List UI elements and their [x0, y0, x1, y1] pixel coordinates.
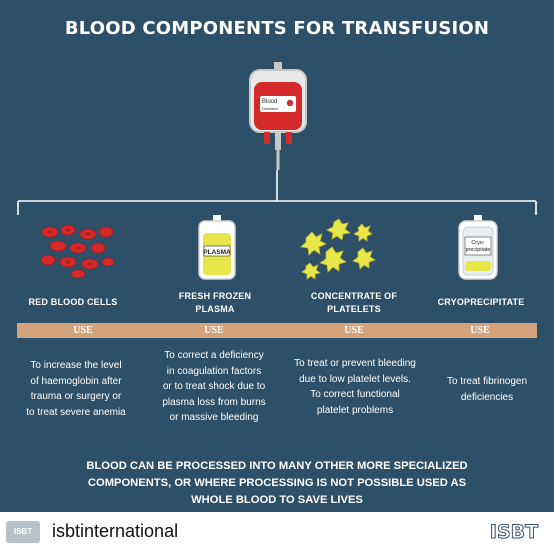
description-line: To treat fibrinogen	[446, 376, 528, 387]
description-line: trauma or surgery or	[30, 391, 122, 402]
component-name-line: RED BLOOD CELLS	[28, 297, 118, 307]
branch-lines	[17, 170, 537, 215]
use-label-ffp: USE	[204, 325, 224, 336]
description-ffp: To correct a deficiency in coagulation f…	[150, 348, 278, 426]
component-name-line: CONCENTRATE OF	[310, 291, 398, 301]
component-name-ffp: FRESH FROZEN PLASMA	[160, 290, 270, 316]
component-name-cryo: CRYOPRECIPITATE	[426, 296, 536, 309]
description-line: in coagulation factors	[166, 365, 262, 377]
description-line: due to low platelet levels.	[299, 373, 411, 385]
blood-bag-icon: Blood Donation	[249, 62, 307, 170]
account-handle[interactable]: isbtinternational	[52, 521, 179, 541]
plasma-bag-icon: PLASMA	[198, 215, 236, 280]
isbt-logo-text: ISBT	[490, 521, 538, 543]
isbt-logo: ISBT	[489, 521, 538, 544]
description-platelets: To treat or prevent bleeding due to low …	[284, 356, 426, 418]
bag-label-line2: Donation	[262, 106, 278, 111]
cryo-bag-label-line2: precipitate	[466, 247, 491, 253]
cryoprecipitate-bag-icon: Cryo- precipitate	[458, 215, 498, 280]
description-line: deficiencies	[460, 391, 514, 403]
description-line: plasma loss from burns	[162, 396, 266, 408]
bag-label-line1: Blood	[262, 99, 277, 105]
component-name-line: PLASMA	[195, 304, 235, 314]
component-name-line: FRESH FROZEN	[178, 291, 252, 301]
component-name-platelets: CONCENTRATE OF PLATELETS	[296, 290, 412, 316]
plasma-bag-label: PLASMA	[203, 249, 231, 256]
description-rbc: To increase the level of haemoglobin aft…	[14, 358, 138, 420]
cryo-bag-label-line1: Cryo-	[471, 240, 484, 246]
poster-title: BLOOD COMPONENTS FOR TRANSFUSION	[64, 18, 490, 39]
attribution-bar	[0, 512, 554, 554]
use-label-cryo: USE	[470, 325, 490, 336]
footer-line: BLOOD CAN BE PROCESSED INTO MANY OTHER M…	[86, 460, 468, 472]
footer-line: COMPONENTS, OR WHERE PROCESSING IS NOT P…	[87, 477, 467, 489]
description-line: of haemoglobin after	[30, 375, 122, 387]
description-line: to treat severe anemia	[26, 406, 126, 418]
description-line: To treat or prevent bleeding	[294, 358, 416, 369]
component-name-rbc: RED BLOOD CELLS	[18, 296, 128, 309]
infographic-poster: BLOOD COMPONENTS FOR TRANSFUSION Blood D…	[0, 0, 554, 512]
description-line: To correct a deficiency	[164, 350, 264, 361]
use-bar	[17, 323, 537, 338]
use-label-rbc: USE	[73, 325, 93, 336]
description-line: To increase the level	[30, 360, 122, 371]
red-blood-cells-icon	[40, 224, 115, 279]
platelets-icon	[300, 218, 376, 280]
description-cryo: To treat fibrinogen deficiencies	[432, 374, 542, 405]
component-name-line: PLATELETS	[327, 304, 381, 314]
description-line: platelet problems	[316, 404, 394, 416]
description-line: To correct functional	[310, 389, 400, 400]
account-avatar[interactable]: ISBT	[6, 521, 40, 543]
description-line: or to treat shock due to	[162, 381, 266, 392]
description-line: or massive bleeding	[169, 412, 259, 423]
footer-line: WHOLE BLOOD TO SAVE LIVES	[191, 494, 363, 506]
use-label-platelets: USE	[344, 325, 364, 336]
component-name-line: CRYOPRECIPITATE	[437, 297, 525, 307]
footer-statement: BLOOD CAN BE PROCESSED INTO MANY OTHER M…	[28, 458, 526, 509]
